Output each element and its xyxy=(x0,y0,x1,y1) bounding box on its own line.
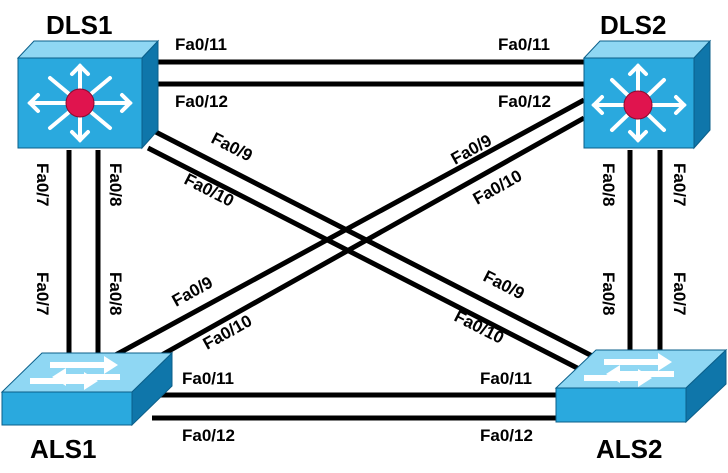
port-label-als1-fa011: Fa0/11 xyxy=(182,369,234,388)
als1-switch-icon[interactable] xyxy=(0,351,174,427)
links xyxy=(66,59,663,421)
dls1-name: DLS1 xyxy=(46,10,112,40)
port-label-als1-fa08: Fa0/8 xyxy=(106,272,125,315)
port-label-dls1-fa012: Fa0/12 xyxy=(175,92,228,111)
als2-name: ALS2 xyxy=(596,434,662,464)
dls1-switch-icon[interactable] xyxy=(16,39,160,150)
dls2-router-dot-icon xyxy=(623,90,653,120)
port-label-dls1-fa011: Fa0/11 xyxy=(175,35,227,54)
link-dls2-als1-fa09 xyxy=(108,97,586,361)
als2-switch-icon[interactable] xyxy=(554,348,728,424)
link-dls1-als2-fa010 xyxy=(146,145,587,375)
link-dls2-als1-fa010 xyxy=(133,115,586,373)
port-label-dls2-fa012: Fa0/12 xyxy=(498,92,551,111)
port-label-dls2-fa011: Fa0/11 xyxy=(498,35,550,54)
port-label-als2-fa08: Fa0/8 xyxy=(599,272,618,315)
link-dls1-als2-fa09 xyxy=(146,125,602,363)
dls1-router-dot-icon xyxy=(65,88,95,118)
port-label-als1-fa07: Fa0/7 xyxy=(33,272,52,315)
port-label-als2-fa07: Fa0/7 xyxy=(670,272,689,315)
port-label-dls1-fa07: Fa0/7 xyxy=(33,163,52,206)
port-label-als2-fa012: Fa0/12 xyxy=(480,426,533,445)
port-label-dls2-fa07: Fa0/7 xyxy=(670,163,689,206)
dls2-switch-icon[interactable] xyxy=(582,39,712,150)
port-label-dls1-fa010: Fa0/10 xyxy=(181,170,237,211)
port-label-als2-fa09: Fa0/9 xyxy=(480,267,527,304)
als1-name: ALS1 xyxy=(30,434,96,464)
port-label-als2-fa011: Fa0/11 xyxy=(480,369,532,388)
port-label-als1-fa012: Fa0/12 xyxy=(182,426,235,445)
port-label-als2-fa010: Fa0/10 xyxy=(451,307,507,348)
dls2-name: DLS2 xyxy=(600,10,666,40)
port-label-dls2-fa010: Fa0/10 xyxy=(470,166,526,208)
port-label-dls2-fa08: Fa0/8 xyxy=(599,163,618,206)
port-label-dls1-fa08: Fa0/8 xyxy=(106,163,125,206)
